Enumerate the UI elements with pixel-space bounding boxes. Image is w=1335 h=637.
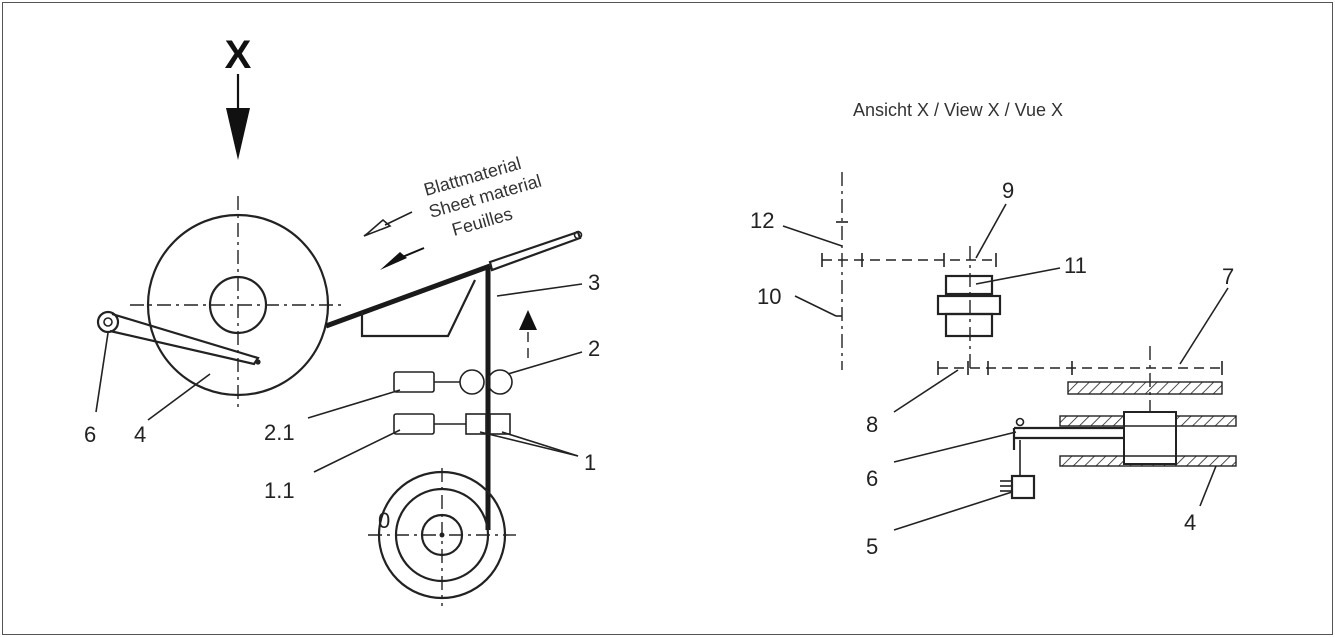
dancer-arm — [109, 312, 260, 366]
label-0: 0 — [378, 508, 390, 533]
label-6-left: 6 — [84, 422, 96, 447]
dancer-pivot-inner — [103, 317, 113, 327]
leader-11 — [975, 267, 1061, 285]
leader-7 — [1179, 287, 1229, 365]
label-2-1: 2.1 — [264, 420, 295, 445]
amplifier-2-1 — [393, 371, 435, 393]
leader-4-left — [147, 373, 211, 421]
takeup-roll-center — [439, 532, 445, 538]
coupling-top — [944, 274, 994, 296]
supply-roll-core — [208, 275, 268, 335]
takeup-roll-outer — [377, 470, 507, 600]
web-direction-arrow-head — [519, 310, 537, 330]
leader-5 — [893, 491, 1013, 531]
label-7: 7 — [1222, 264, 1234, 289]
label-3: 3 — [588, 270, 600, 295]
label-10: 10 — [757, 284, 781, 309]
takeup-roll-core — [420, 513, 464, 557]
leader-2 — [507, 351, 583, 375]
label-6-right: 6 — [866, 466, 878, 491]
label-9: 9 — [1002, 178, 1014, 203]
leader-10 — [794, 295, 837, 317]
label-4-right: 4 — [1184, 510, 1196, 535]
label-5: 5 — [866, 534, 878, 559]
dancer-tip — [255, 359, 261, 365]
material-arrow-solid-shaft — [399, 247, 425, 259]
leader-6-left — [95, 332, 109, 413]
view-x-dancer-arm — [1012, 426, 1124, 450]
top-disc — [1067, 381, 1223, 395]
label-11: 11 — [1064, 253, 1087, 278]
material-arrow-hollow-shaft — [384, 211, 413, 226]
material-arrow-hollow — [363, 218, 392, 237]
delivery-rod — [488, 230, 582, 272]
label-8: 8 — [866, 412, 878, 437]
label-2: 2 — [588, 336, 600, 361]
view-x: Ansicht X / View X / Vue X — [750, 100, 1237, 559]
label-1-1: 1.1 — [264, 478, 295, 503]
coupling-bottom — [944, 312, 994, 338]
leader-4-right — [1199, 465, 1217, 507]
takeup-roll-mid — [394, 487, 490, 583]
sensor-2-right — [487, 369, 513, 395]
delivery-rod-end — [573, 230, 583, 240]
view-x-dancer-pivot — [1015, 417, 1025, 427]
sensor-2-left — [459, 369, 485, 395]
sensor-5-box — [1010, 474, 1036, 500]
leader-3 — [496, 283, 583, 297]
sensor-1-left — [465, 413, 487, 435]
view-arrow-head — [226, 108, 250, 160]
leader-1-1 — [313, 429, 401, 473]
feed-table — [360, 279, 476, 338]
view-x-title: Ansicht X / View X / Vue X — [853, 100, 1063, 120]
leader-1-a — [479, 431, 579, 457]
leader-8 — [893, 369, 959, 413]
dancer-pivot-outer — [96, 310, 120, 334]
side-view: X Blattmaterial Sheet material — [84, 33, 600, 606]
label-12: 12 — [750, 208, 774, 233]
leader-2-1 — [307, 389, 401, 419]
sheet-web-upper — [325, 263, 491, 329]
view-marker-x: X — [225, 33, 252, 77]
supply-roll-outer — [146, 213, 330, 397]
label-4-left: 4 — [134, 422, 146, 447]
leader-9 — [975, 203, 1007, 259]
coupling-mid — [936, 294, 1002, 316]
material-arrow-solid — [380, 252, 407, 270]
sensor-1-right — [489, 413, 511, 435]
label-1: 1 — [584, 450, 596, 475]
leader-1-b — [501, 431, 579, 457]
amplifier-1-1 — [393, 413, 435, 435]
leader-12 — [782, 225, 843, 247]
leader-6-right — [893, 431, 1017, 463]
